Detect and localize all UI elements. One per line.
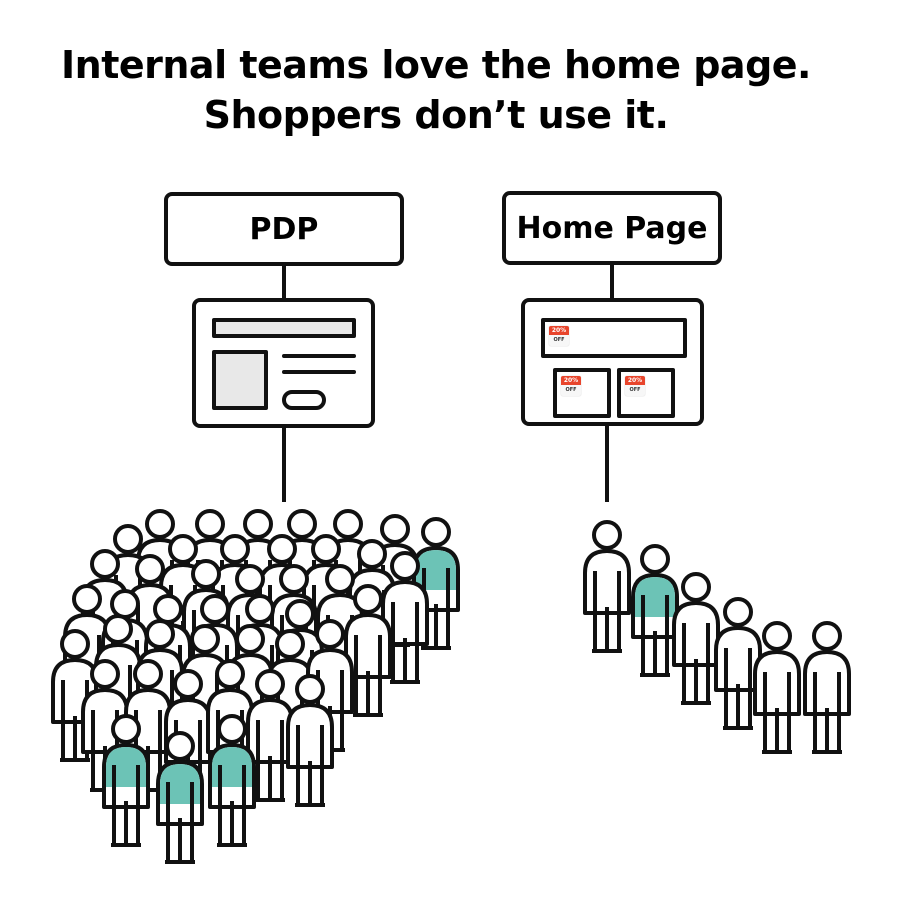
pdp-page-wireframe-icon [192, 298, 375, 428]
discount-badge-icon: 20% OFF [561, 376, 581, 396]
pdp-connector-top [282, 266, 286, 300]
home-page-label: Home Page [516, 210, 708, 246]
discount-badge-icon: 20% OFF [549, 326, 569, 346]
pdp-label-box: PDP [164, 192, 404, 266]
pdp-text-line-1 [282, 354, 356, 358]
home-connector-bottom [605, 426, 609, 502]
pdp-label: PDP [249, 211, 319, 247]
pdp-text-line-2 [282, 370, 356, 374]
pdp-connector-bottom [282, 428, 286, 502]
pdp-title-bar [212, 318, 356, 338]
discount-badge-icon: 20% OFF [625, 376, 645, 396]
headline-line-2: Shoppers don’t use it. [203, 93, 669, 137]
home-page-label-box: Home Page [502, 191, 722, 265]
home-promo-tile-1: 20% OFF [553, 368, 611, 418]
home-promo-tile-2: 20% OFF [617, 368, 675, 418]
home-hero-banner: 20% OFF [541, 318, 687, 358]
headline: Internal teams love the home page. Shopp… [0, 40, 872, 140]
pdp-shopper-crowd [51, 509, 460, 864]
pdp-image-placeholder [212, 350, 268, 410]
home-connector-top [610, 265, 614, 299]
pdp-buy-button-icon [282, 390, 326, 410]
headline-line-1: Internal teams love the home page. [61, 43, 811, 87]
home-page-shopper-line [583, 520, 851, 754]
home-page-wireframe-icon: 20% OFF 20% OFF 20% OFF [521, 298, 704, 426]
